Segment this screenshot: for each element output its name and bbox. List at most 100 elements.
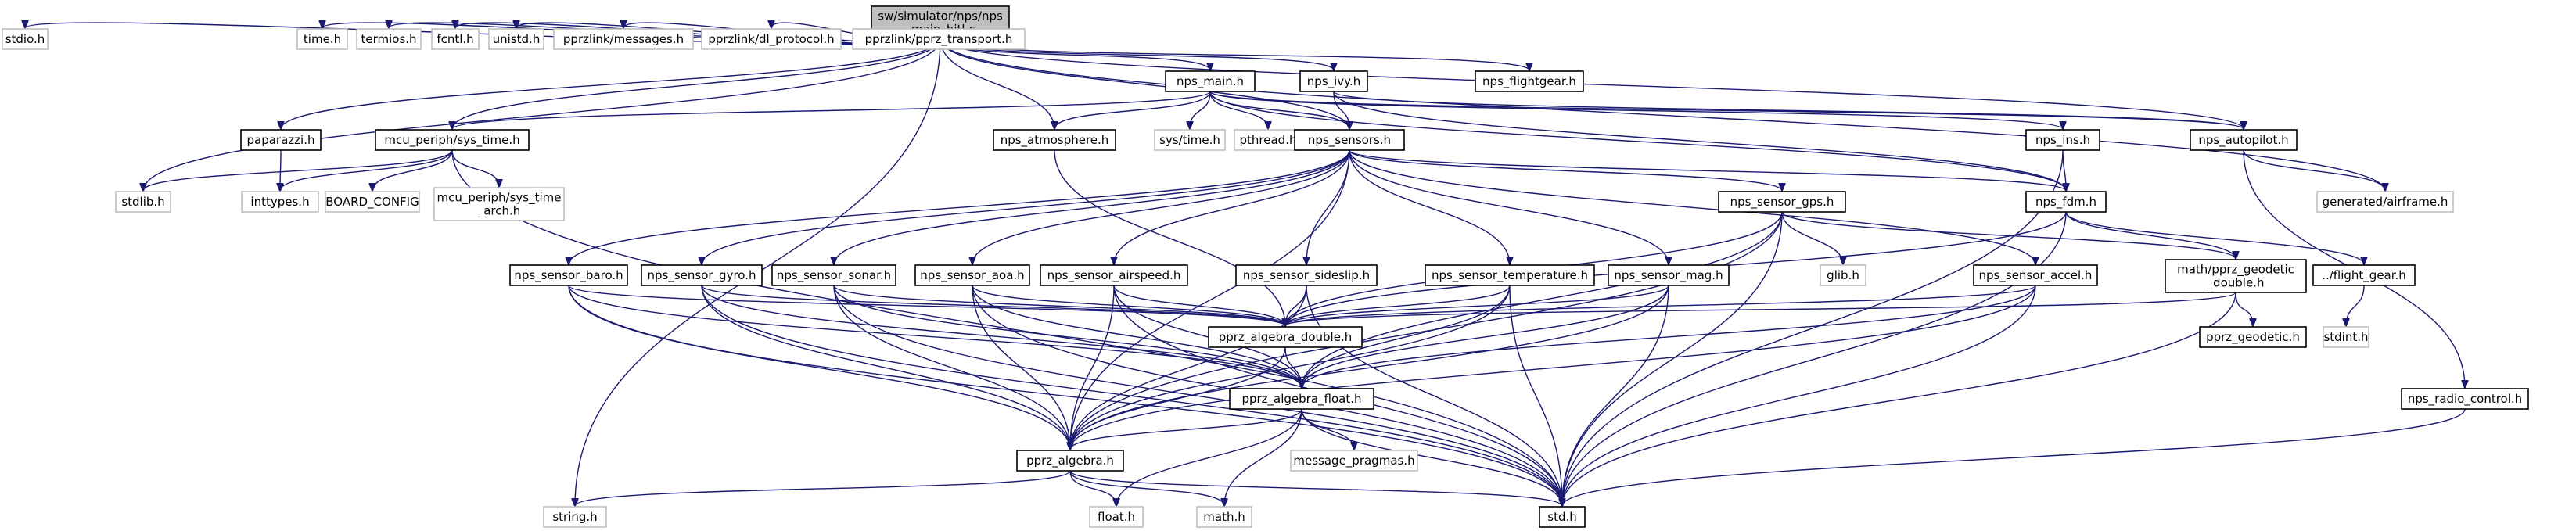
node-pa[interactable]: pprz_algebra.h xyxy=(1016,450,1124,472)
edge-npsmain-to-fdm xyxy=(1209,91,2066,191)
edge-main-to-stdlib xyxy=(143,38,941,191)
edge-gps-to-pa xyxy=(1070,211,1783,450)
node-fdm[interactable]: nps_fdm.h xyxy=(2025,191,2107,213)
edge-paf-to-std xyxy=(1301,408,1562,506)
node-label: float.h xyxy=(1098,510,1135,524)
node-label: nps_sensor_airspeed.h xyxy=(1047,268,1181,283)
node-label: glib.h xyxy=(1827,268,1859,282)
edge-main-to-sensors xyxy=(940,38,1349,129)
node-msgprag: message_pragmas.h xyxy=(1290,450,1418,472)
node-npsivy[interactable]: nps_ivy.h xyxy=(1299,70,1368,92)
node-autopilot[interactable]: nps_autopilot.h xyxy=(2190,129,2298,151)
node-flightgearh[interactable]: ../flight_gear.h xyxy=(2312,264,2416,286)
node-geodetic[interactable]: pprz_geodetic.h xyxy=(2199,326,2307,348)
node-label: pprz_algebra_float.h xyxy=(1241,392,1361,407)
node-ins[interactable]: nps_ins.h xyxy=(2025,129,2100,151)
node-mathh: math.h xyxy=(1196,506,1252,528)
node-label: pprzlink/dl_protocol.h xyxy=(708,32,834,47)
node-baro[interactable]: nps_sensor_baro.h xyxy=(509,264,628,286)
edge-sonar-to-std xyxy=(833,285,1562,506)
edge-main-to-systime xyxy=(452,38,941,129)
edge-sideslip-to-std xyxy=(1306,285,1562,506)
node-label: pprzlink/pprz_transport.h xyxy=(865,32,1013,47)
edge-systime-to-systimearch xyxy=(451,149,499,187)
node-sideslip[interactable]: nps_sensor_sideslip.h xyxy=(1235,264,1378,286)
edge-accel-to-pad xyxy=(1285,285,2036,326)
node-gps[interactable]: nps_sensor_gps.h xyxy=(1718,191,1846,213)
node-systimearch: mcu_periph/sys_time_arch.h xyxy=(433,187,565,221)
node-flightgear[interactable]: nps_flightgear.h xyxy=(1475,70,1584,92)
edge-baro-to-std xyxy=(568,285,1562,506)
edge-npsivy-to-fdm xyxy=(1333,91,2066,191)
edge-pa-to-std xyxy=(1069,470,1562,506)
edge-sonar-to-pa xyxy=(833,285,1070,450)
node-stdlib: stdlib.h xyxy=(115,191,171,213)
node-pad[interactable]: pprz_algebra_double.h xyxy=(1208,326,1363,348)
node-label: sw/simulator/nps/nps xyxy=(878,9,1003,23)
node-label: mcu_periph/sys_time.h xyxy=(384,133,519,148)
edge-sonar-to-pad xyxy=(833,285,1285,326)
node-temperature[interactable]: nps_sensor_temperature.h xyxy=(1425,264,1595,286)
node-label: nps_ins.h xyxy=(2035,133,2090,148)
node-label: pthread.h xyxy=(1240,133,1297,147)
node-mag[interactable]: nps_sensor_mag.h xyxy=(1608,264,1730,286)
node-label: sys/time.h xyxy=(1159,133,1220,147)
node-floath: float.h xyxy=(1089,506,1144,528)
node-radio[interactable]: nps_radio_control.h xyxy=(2401,388,2529,410)
edge-sensors-to-fdm xyxy=(1349,149,2066,191)
node-std[interactable]: std.h xyxy=(1539,506,1586,528)
node-label: stdio.h xyxy=(5,32,45,46)
edge-accel-to-std xyxy=(1562,285,2036,506)
edge-npsmain-to-systimeh xyxy=(1190,91,1211,129)
node-label: _arch.h xyxy=(477,204,521,219)
node-atmos[interactable]: nps_atmosphere.h xyxy=(993,129,1116,151)
edge-main-to-airframe xyxy=(940,38,2385,191)
node-label: nps_fdm.h xyxy=(2035,195,2096,210)
node-sonar[interactable]: nps_sensor_sonar.h xyxy=(771,264,896,286)
node-label: paparazzi.h xyxy=(247,133,315,147)
node-aoa[interactable]: nps_sensor_aoa.h xyxy=(914,264,1030,286)
edge-sensors-to-pa xyxy=(1070,149,1350,450)
node-label: time.h xyxy=(304,32,341,46)
node-label: message_pragmas.h xyxy=(1293,454,1414,468)
edge-sensors-to-gyro xyxy=(702,149,1350,264)
edge-paf-to-mathh xyxy=(1224,408,1302,506)
node-gyro[interactable]: nps_sensor_gyro.h xyxy=(641,264,763,286)
edge-airspeed-to-pa xyxy=(1070,285,1115,450)
edge-sensors-to-accel xyxy=(1349,149,2035,264)
node-inttypes: inttypes.h xyxy=(241,191,319,213)
node-label: pprz_algebra.h xyxy=(1026,454,1114,468)
node-label: nps_sensor_sideslip.h xyxy=(1243,268,1370,283)
edge-sensors-to-mag xyxy=(1349,149,1669,264)
node-label: nps_sensor_accel.h xyxy=(1979,268,2093,283)
edge-systime-to-board xyxy=(372,149,453,191)
node-label: _double.h xyxy=(2207,276,2265,291)
edge-sensors-to-temperature xyxy=(1349,149,1510,264)
node-label: nps_sensor_gyro.h xyxy=(648,268,756,283)
node-label: math/pprz_geodetic xyxy=(2177,263,2294,278)
edge-aoa-to-pad xyxy=(972,285,1285,326)
node-label: unistd.h xyxy=(493,32,541,46)
edge-fdm-to-geodd xyxy=(2065,211,2236,259)
node-systime[interactable]: mcu_periph/sys_time.h xyxy=(375,129,530,151)
edge-aoa-to-pa xyxy=(972,285,1070,450)
node-geodd[interactable]: math/pprz_geodetic_double.h xyxy=(2165,259,2307,293)
node-paparazzi[interactable]: paparazzi.h xyxy=(240,129,322,151)
edge-main-to-flightgear xyxy=(940,38,1529,70)
edge-gps-to-std xyxy=(1562,211,1783,506)
node-label: pprz_geodetic.h xyxy=(2206,330,2300,345)
node-label: nps_sensor_sonar.h xyxy=(777,268,891,283)
node-sensors[interactable]: nps_sensors.h xyxy=(1294,129,1405,151)
node-npsmain[interactable]: nps_main.h xyxy=(1165,70,1256,92)
node-airspeed[interactable]: nps_sensor_airspeed.h xyxy=(1040,264,1188,286)
edge-baro-to-pa xyxy=(568,285,1070,450)
node-label: stdint.h xyxy=(2323,330,2368,344)
node-label: nps_main.h xyxy=(1177,74,1244,89)
edge-npsivy-to-autopilot xyxy=(1333,91,2244,129)
node-airframe: generated/airframe.h xyxy=(2316,191,2454,213)
node-label: inttypes.h xyxy=(250,195,309,209)
node-paf[interactable]: pprz_algebra_float.h xyxy=(1229,388,1374,410)
node-accel[interactable]: nps_sensor_accel.h xyxy=(1973,264,2098,286)
edge-baro-to-pad xyxy=(568,285,1285,326)
node-termios: termios.h xyxy=(356,28,422,50)
